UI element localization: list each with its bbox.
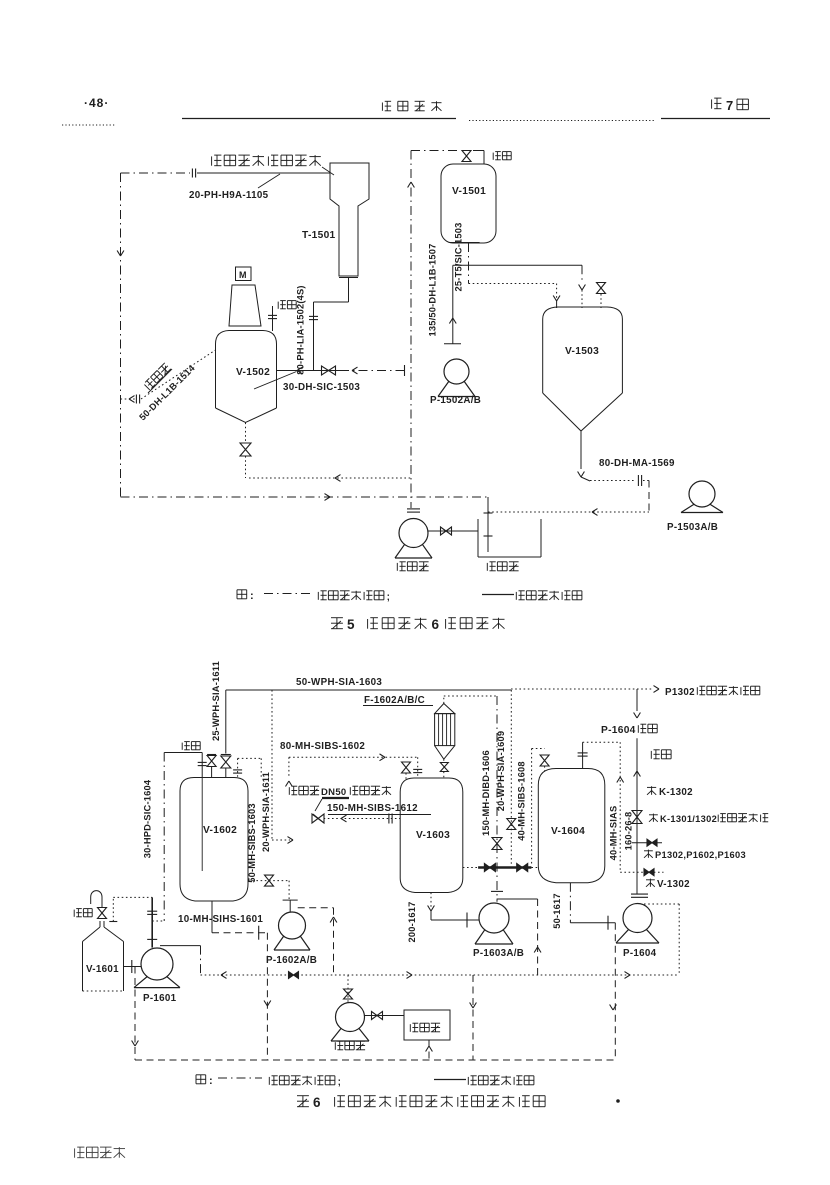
svg-text:V-1503: V-1503	[565, 346, 599, 357]
svg-text::: :	[250, 590, 254, 602]
svg-text:P-1602A/B: P-1602A/B	[266, 955, 317, 966]
svg-text:25-T5/SIC-1503: 25-T5/SIC-1503	[454, 223, 464, 292]
svg-text:V-1604: V-1604	[551, 826, 585, 837]
svg-text:P-1603A/B: P-1603A/B	[473, 948, 524, 959]
svg-text:50-1617: 50-1617	[552, 893, 562, 929]
svg-text:20-WPH-SIA-1609: 20-WPH-SIA-1609	[496, 731, 506, 812]
svg-text:P-1502A/B: P-1502A/B	[430, 395, 481, 406]
svg-text:30-DH-SIC-1503: 30-DH-SIC-1503	[283, 382, 360, 393]
svg-text:20-PH-H9A-1105: 20-PH-H9A-1105	[189, 190, 269, 201]
svg-text:7: 7	[726, 98, 734, 113]
svg-text::: :	[209, 1075, 213, 1087]
svg-text:V-1502: V-1502	[236, 367, 270, 378]
svg-text:;: ;	[387, 592, 391, 603]
svg-text:V-1302: V-1302	[657, 879, 690, 890]
svg-text:50-WPH-SIA-1603: 50-WPH-SIA-1603	[296, 677, 382, 688]
svg-text:P-1604: P-1604	[623, 948, 657, 959]
svg-text:25-WPH-SIA-1611: 25-WPH-SIA-1611	[211, 661, 221, 741]
svg-text:80-PH-LIA-1502(4S): 80-PH-LIA-1502(4S)	[296, 285, 306, 374]
svg-text:F-1602A/B/C: F-1602A/B/C	[364, 695, 425, 706]
svg-text:40-MH-SIAS: 40-MH-SIAS	[609, 806, 619, 861]
svg-text:40-MH-SIBS-1608: 40-MH-SIBS-1608	[517, 761, 527, 840]
svg-text:P1302,P1602,P1603: P1302,P1602,P1603	[655, 850, 746, 860]
svg-text:V-1602: V-1602	[203, 825, 237, 836]
svg-text:V-1601: V-1601	[86, 964, 119, 975]
svg-text:50-MH-SIBS-1603: 50-MH-SIBS-1603	[247, 803, 257, 882]
svg-text:160-26-8: 160-26-8	[624, 812, 634, 851]
svg-text:80-MH-SIBS-1602: 80-MH-SIBS-1602	[280, 741, 365, 752]
svg-text:P1302: P1302	[665, 687, 695, 698]
svg-text:200-1617: 200-1617	[407, 902, 417, 943]
svg-text:20-WPH-SIA-1611: 20-WPH-SIA-1611	[261, 772, 271, 852]
svg-text:T-1501: T-1501	[302, 230, 336, 241]
svg-text:M: M	[239, 270, 247, 280]
svg-text:·48·: ·48·	[84, 96, 109, 110]
svg-text:6: 6	[432, 617, 440, 632]
svg-text:P-1503A/B: P-1503A/B	[667, 522, 718, 533]
svg-text:150-MH-DIBD-1606: 150-MH-DIBD-1606	[481, 750, 491, 836]
svg-text:135/50-DH-L1B-1507: 135/50-DH-L1B-1507	[428, 244, 438, 337]
svg-text:K-1302: K-1302	[659, 787, 693, 798]
svg-text:6: 6	[313, 1095, 321, 1110]
svg-text:80-DH-MA-1569: 80-DH-MA-1569	[599, 458, 675, 469]
svg-text:DN50: DN50	[321, 787, 347, 798]
svg-text:V-1501: V-1501	[452, 186, 486, 197]
svg-text:150-MH-SIBS-1612: 150-MH-SIBS-1612	[327, 803, 418, 814]
svg-text:V-1603: V-1603	[416, 830, 450, 841]
svg-text:K-1301/1302: K-1301/1302	[660, 814, 717, 824]
svg-text:5: 5	[347, 617, 355, 632]
svg-text:10-MH-SIHS-1601: 10-MH-SIHS-1601	[178, 914, 263, 925]
svg-text:;: ;	[338, 1077, 342, 1088]
svg-text:P-1601: P-1601	[143, 993, 177, 1004]
svg-text:P-1604: P-1604	[601, 725, 636, 736]
svg-text:30-HPD-SIC-1604: 30-HPD-SIC-1604	[143, 779, 153, 858]
